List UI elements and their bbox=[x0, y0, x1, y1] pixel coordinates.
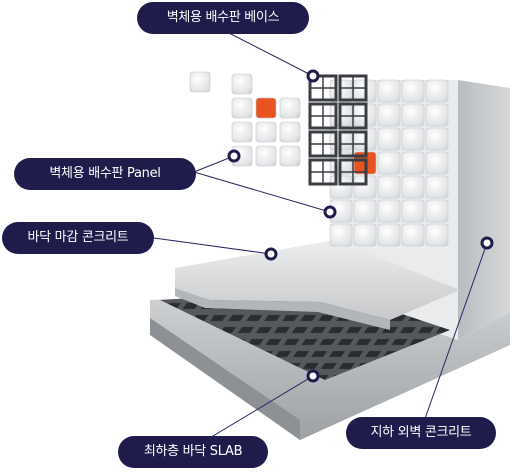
label-floor-finish-concrete: 바닥 마감 콘크리트 bbox=[2, 222, 154, 254]
loose-tile bbox=[231, 121, 253, 143]
leader-dot bbox=[264, 247, 278, 261]
panel-tile bbox=[401, 199, 425, 223]
panel-tile bbox=[425, 127, 449, 151]
panel-tile bbox=[425, 79, 449, 103]
loose-tile bbox=[255, 121, 277, 143]
leader-line bbox=[222, 29, 314, 77]
basement-wall-concrete-shape bbox=[458, 80, 510, 340]
label-lowest-floor-slab: 최하층 바닥 SLAB bbox=[118, 436, 268, 468]
panel-tile bbox=[401, 79, 425, 103]
leader-line bbox=[193, 171, 331, 213]
panel-tile bbox=[329, 223, 353, 247]
panel-tile bbox=[425, 175, 449, 199]
panel-tile bbox=[425, 223, 449, 247]
loose-tile bbox=[279, 97, 301, 119]
panel-tile bbox=[377, 223, 401, 247]
panel-tile bbox=[377, 151, 401, 175]
panel-tile bbox=[401, 103, 425, 127]
panel-tile bbox=[353, 223, 377, 247]
wall-drain-base bbox=[308, 74, 368, 186]
panel-tile bbox=[377, 79, 401, 103]
loose-tile bbox=[279, 121, 301, 143]
panel-tile bbox=[425, 103, 449, 127]
leader-line bbox=[193, 155, 235, 173]
label-wall-drain-base: 벽체용 배수판 베이스 bbox=[137, 2, 309, 34]
label-basement-wall-concrete: 지하 외벽 콘크리트 bbox=[346, 417, 496, 449]
panel-tile bbox=[401, 175, 425, 199]
panel-tile bbox=[353, 199, 377, 223]
leader-dot bbox=[306, 369, 320, 383]
leader-line bbox=[420, 242, 488, 431]
loose-tile bbox=[231, 73, 253, 95]
panel-tile bbox=[401, 223, 425, 247]
leader-dot bbox=[306, 69, 320, 83]
panel-tile bbox=[377, 175, 401, 199]
panel-tile bbox=[377, 127, 401, 151]
leader-dots bbox=[227, 69, 494, 383]
loose-tile-orange bbox=[255, 97, 277, 119]
loose-tile bbox=[255, 145, 277, 167]
floor-finish-edge bbox=[175, 288, 390, 330]
panel-tile bbox=[377, 103, 401, 127]
leader-dot bbox=[227, 149, 241, 163]
loose-panel-tiles bbox=[189, 71, 301, 167]
panel-tile bbox=[377, 199, 401, 223]
leader-dot bbox=[323, 205, 337, 219]
panel-tile bbox=[401, 151, 425, 175]
panel-tile bbox=[425, 151, 449, 175]
floor-finish-concrete-shape bbox=[175, 240, 460, 320]
panel-tile bbox=[425, 199, 449, 223]
lowest-floor-slab-front bbox=[150, 318, 300, 440]
loose-tile bbox=[231, 97, 253, 119]
leader-lines bbox=[153, 29, 488, 449]
loose-tile bbox=[189, 71, 211, 93]
panel-tile bbox=[401, 127, 425, 151]
leader-line bbox=[153, 237, 272, 255]
loose-tile bbox=[279, 145, 301, 167]
leader-dot bbox=[480, 236, 494, 250]
label-wall-drain-panel: 벽체용 배수판 Panel bbox=[14, 158, 196, 190]
